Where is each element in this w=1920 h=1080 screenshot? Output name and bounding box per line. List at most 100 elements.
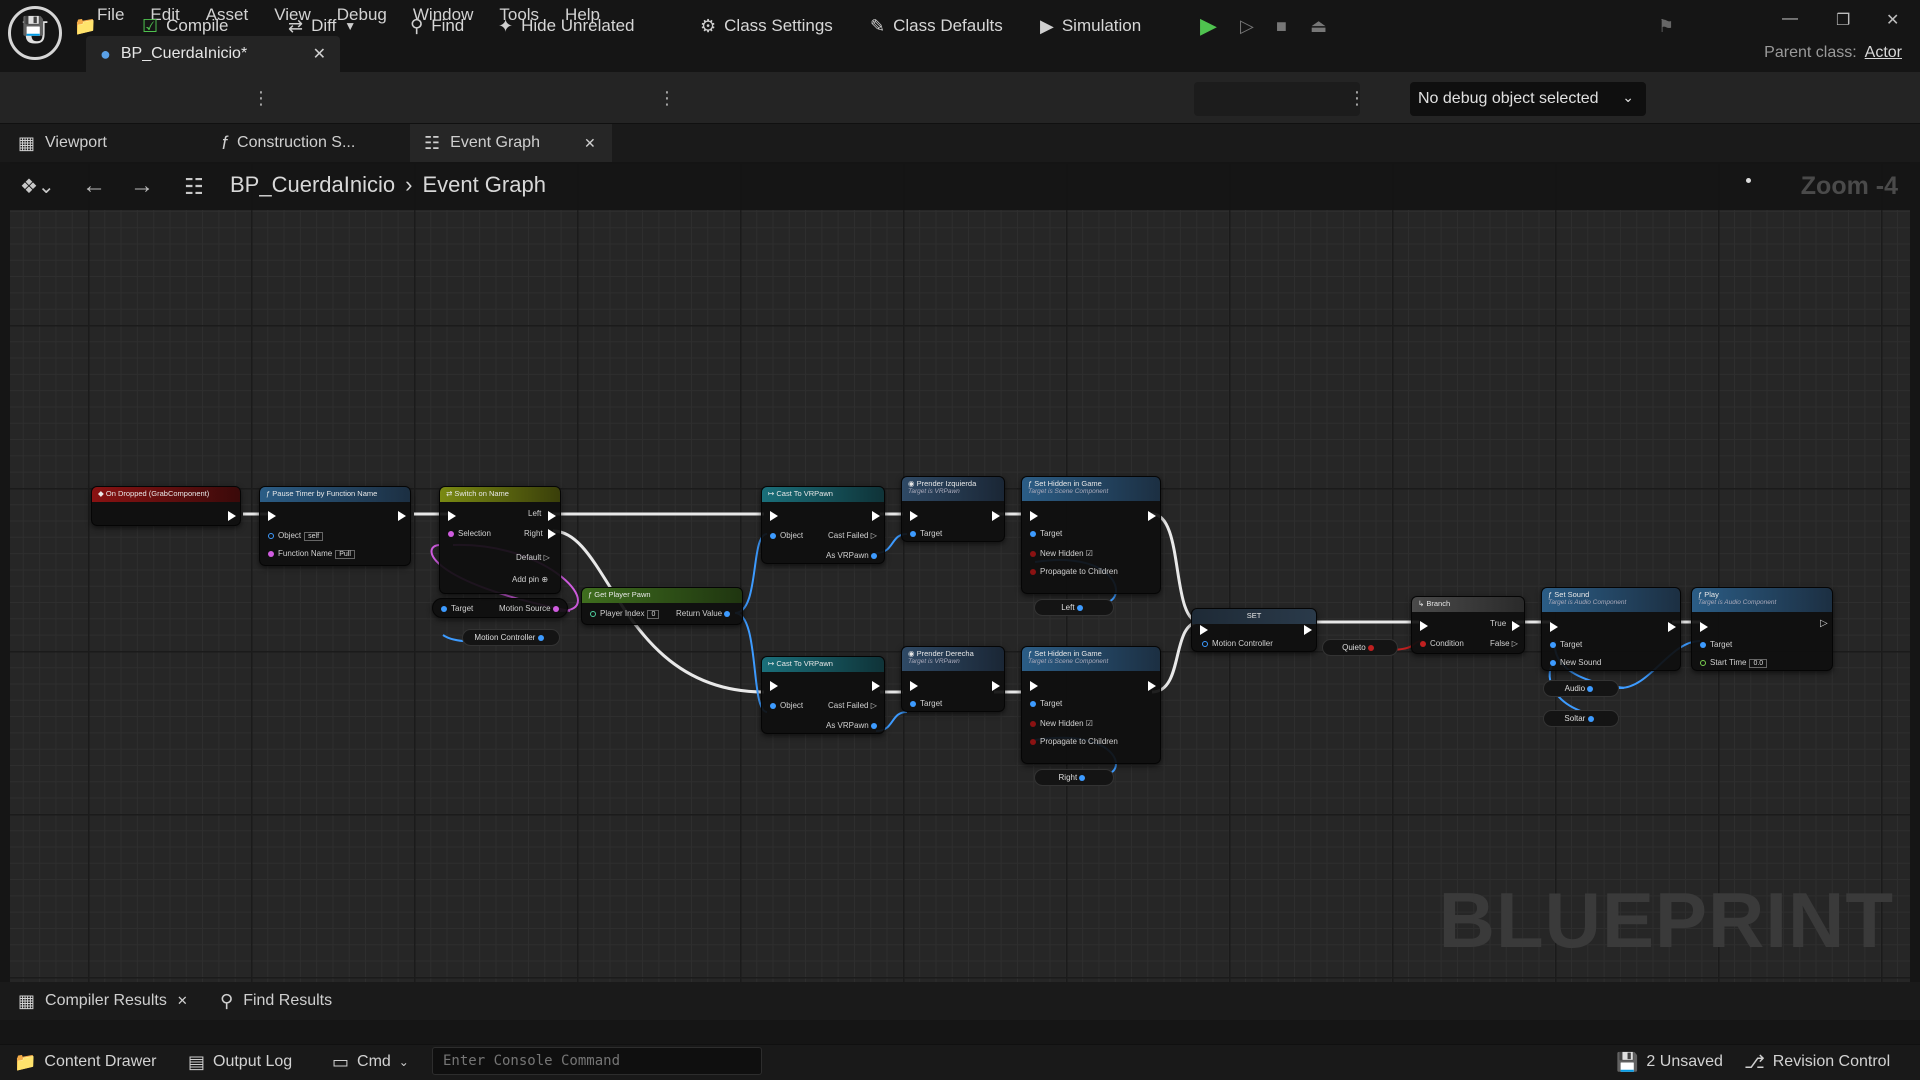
new-hidden-pin[interactable]: New Hidden ☑: [1030, 719, 1093, 728]
simulation-button[interactable]: ▶Simulation: [1040, 15, 1142, 36]
exec-in-pin[interactable]: [1030, 681, 1038, 691]
node-cast-to-vrpawn-2[interactable]: ↦ Cast To VRPawn Object Cast Failed ▷ As…: [761, 656, 885, 734]
target-pin[interactable]: Target: [441, 604, 473, 613]
unreal-logo-icon[interactable]: U: [8, 6, 62, 60]
node-motion-source[interactable]: Target Motion Source: [432, 598, 568, 618]
condition-pin[interactable]: Condition: [1420, 639, 1464, 648]
play-options-icon[interactable]: ⋮: [1348, 88, 1366, 108]
console-input[interactable]: [432, 1047, 762, 1075]
tab-event-graph[interactable]: ☷Event Graph✕: [410, 124, 612, 162]
selection-pin[interactable]: Selection: [448, 529, 491, 538]
menu-view[interactable]: View: [274, 5, 311, 24]
browse-button[interactable]: 📁: [74, 0, 96, 52]
node-set-motion-controller[interactable]: SET Motion Controller: [1191, 608, 1317, 652]
hide-unrelated-button[interactable]: ✦Hide Unrelated: [498, 15, 635, 36]
output-log-button[interactable]: ▤Output Log: [188, 1051, 293, 1072]
target-pin[interactable]: Target: [910, 699, 942, 708]
node-switch-on-name[interactable]: ⇄ Switch on Name Left Selection Right De…: [439, 486, 561, 594]
target-pin[interactable]: Target: [910, 529, 942, 538]
exec-in-pin[interactable]: [910, 681, 918, 691]
exec-pin[interactable]: [228, 511, 236, 521]
menu-asset[interactable]: Asset: [205, 5, 249, 24]
object-pin[interactable]: Object: [770, 701, 803, 710]
exec-in-pin[interactable]: [770, 511, 778, 521]
stop-button[interactable]: ■: [1276, 0, 1287, 52]
menu-window[interactable]: Window: [412, 5, 474, 24]
eject-button[interactable]: ⏏: [1310, 0, 1327, 52]
exec-in-pin[interactable]: [1200, 625, 1208, 635]
true-pin[interactable]: True: [1490, 619, 1507, 628]
find-button[interactable]: ⚲Find: [410, 15, 465, 36]
parent-class-link[interactable]: Actor: [1864, 44, 1902, 61]
exec-in-pin[interactable]: [1030, 511, 1038, 521]
compile-button[interactable]: ☑Compile: [142, 15, 229, 36]
debug-object-select[interactable]: No debug object selected⌄: [1410, 82, 1646, 116]
menu-debug[interactable]: Debug: [336, 5, 387, 24]
exec-out-pin[interactable]: [1148, 511, 1156, 521]
menu-tools[interactable]: Tools: [499, 5, 540, 24]
new-sound-pin[interactable]: New Sound: [1550, 658, 1601, 667]
object-pin[interactable]: Object: [770, 531, 803, 540]
exec-in-pin[interactable]: [910, 511, 918, 521]
tab-compiler-results[interactable]: ▦Compiler Results✕: [18, 990, 188, 1011]
exec-left-pin[interactable]: [548, 511, 556, 521]
as-vrpawn-pin[interactable]: As VRPawn: [826, 551, 881, 560]
close-tab-icon[interactable]: ✕: [176, 993, 188, 1008]
right-pin[interactable]: Right: [524, 529, 543, 538]
motion-source-pin[interactable]: Motion Source: [499, 604, 563, 613]
propagate-pin[interactable]: Propagate to Children: [1030, 567, 1118, 576]
exec-out-pin[interactable]: [872, 511, 880, 521]
revision-control-button[interactable]: ⎇Revision Control: [1744, 1051, 1891, 1072]
new-hidden-pin[interactable]: New Hidden ☑: [1030, 549, 1093, 558]
default-pin[interactable]: Default ▷: [516, 553, 550, 562]
forward-arrow-icon[interactable]: →: [130, 172, 154, 199]
node-branch[interactable]: ↳ Branch True Condition False ▷: [1411, 596, 1525, 654]
play-button[interactable]: ▶: [1200, 0, 1217, 52]
menu-edit[interactable]: Edit: [150, 5, 180, 24]
add-pin-button[interactable]: Add pin ⊕: [512, 575, 549, 584]
event-graph-canvas[interactable]: [10, 162, 1910, 982]
exec-out-pin[interactable]: ▷: [1820, 618, 1828, 629]
tab-viewport[interactable]: ▦Viewport: [18, 132, 107, 153]
return-value-pin[interactable]: Return Value: [676, 609, 734, 618]
motion-controller-variable[interactable]: Motion Controller: [462, 629, 560, 646]
target-pin[interactable]: Target: [1550, 640, 1582, 649]
close-window-icon[interactable]: ✕: [1886, 12, 1900, 29]
target-pin[interactable]: Target: [1030, 699, 1062, 708]
breadcrumb-root[interactable]: BP_CuerdaInicio: [230, 172, 396, 197]
exec-in-pin[interactable]: [1420, 621, 1428, 631]
class-settings-button[interactable]: ⚙Class Settings: [700, 15, 833, 36]
cmd-select[interactable]: ▭Cmd⌄: [332, 1051, 409, 1072]
exec-in-pin[interactable]: [268, 511, 276, 521]
right-variable[interactable]: Right: [1034, 769, 1114, 786]
bookmark-icon[interactable]: ❖⌄: [20, 176, 55, 198]
hide-options-icon[interactable]: ⋮: [658, 88, 676, 108]
class-defaults-button[interactable]: ✎Class Defaults: [870, 15, 1003, 36]
tab-find-results[interactable]: ⚲Find Results: [220, 990, 333, 1011]
save-button[interactable]: 💾: [22, 0, 44, 52]
back-arrow-icon[interactable]: ←: [82, 172, 106, 199]
menu-file[interactable]: File: [97, 5, 125, 24]
debug-filter-button[interactable]: ⚑: [1658, 0, 1674, 52]
soltar-variable[interactable]: Soltar: [1543, 710, 1619, 727]
step-button[interactable]: ▷: [1240, 0, 1254, 52]
target-pin[interactable]: Target: [1700, 640, 1732, 649]
left-variable[interactable]: Left: [1034, 599, 1114, 616]
close-tab-icon[interactable]: ✕: [312, 46, 326, 63]
exec-true-pin[interactable]: [1512, 621, 1520, 631]
exec-right-pin[interactable]: [548, 529, 556, 539]
exec-out-pin[interactable]: [992, 511, 1000, 521]
node-on-dropped[interactable]: ◆ On Dropped (GrabComponent): [91, 486, 241, 526]
false-pin[interactable]: False ▷: [1490, 639, 1518, 648]
propagate-pin[interactable]: Propagate to Children: [1030, 737, 1118, 746]
